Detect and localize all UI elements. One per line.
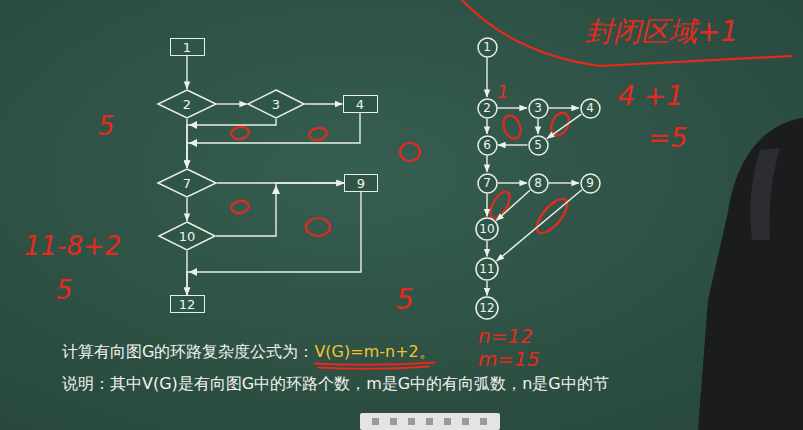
- red-underline: [314, 362, 434, 368]
- flow-arrow: [186, 251, 187, 295]
- node-number: 1: [483, 41, 491, 53]
- graph-node-circle: 7: [477, 173, 498, 194]
- process-box: 1: [170, 38, 205, 56]
- decision-diamond: 2: [157, 89, 217, 119]
- decision-diamond: 3: [247, 89, 305, 119]
- formula-text: V(G)=m-n+2。: [314, 343, 434, 361]
- handwritten-note: 5: [98, 112, 115, 142]
- graph-node-circle: 12: [475, 296, 499, 320]
- node-number: 7: [183, 177, 191, 190]
- node-number: 3: [534, 102, 542, 114]
- node-number: 1: [183, 41, 191, 54]
- flow-arrow: [216, 183, 344, 236]
- process-box: 4: [343, 95, 378, 113]
- explanation-text: 说明：其中V(G)是有向图G中的环路个数，m是G中的有向弧数，n是G中的节: [62, 375, 609, 393]
- flow-arrow: [496, 190, 530, 221]
- handwritten-note: 5: [56, 276, 73, 306]
- node-number: 9: [357, 177, 365, 190]
- red-annotations: [230, 0, 792, 238]
- handwritten-note: 11-8+2: [24, 232, 121, 262]
- merge-arrowheads: [189, 121, 280, 276]
- process-box: 9: [344, 174, 378, 192]
- flow-arrow: [486, 241, 487, 257]
- flow-arrow: [486, 281, 487, 296]
- node-number: 10: [479, 223, 494, 235]
- node-number: 12: [479, 302, 494, 314]
- graph-node-circle: 9: [580, 173, 601, 194]
- flow-arrow: [187, 192, 361, 295]
- presenter-lapel: [750, 148, 780, 240]
- node-number: 2: [183, 98, 191, 111]
- handwritten-note: n=12: [478, 325, 533, 348]
- graph-node-circle: 2: [477, 98, 498, 119]
- graph-node-circle: 1: [477, 37, 498, 58]
- node-number: 10: [179, 230, 196, 243]
- flow-arrow: [486, 58, 487, 98]
- flow-arrow: [497, 190, 582, 261]
- graph-node-circle: 10: [475, 217, 499, 241]
- flow-arrow: [186, 198, 187, 221]
- presenter-figure: [698, 118, 803, 430]
- graph-node-circle: 5: [528, 135, 549, 156]
- flow-arrow: [498, 107, 528, 108]
- graph-node-circle: 8: [528, 173, 549, 194]
- node-number: 6: [483, 139, 491, 151]
- flow-arrow: [549, 182, 580, 183]
- node-number: 4: [356, 98, 364, 111]
- node-number: 11: [479, 263, 494, 275]
- flow-arrow: [549, 107, 580, 108]
- flow-arrow: [498, 182, 528, 183]
- flow-arrow: [305, 103, 343, 104]
- graph-node-circle: 6: [477, 135, 498, 156]
- flow-arrow: [217, 103, 247, 104]
- flow-arrow: [498, 144, 528, 145]
- formula-text: 计算有向图G的环路复杂度公式为：: [62, 343, 314, 361]
- node-number: 3: [272, 98, 280, 111]
- node-number: 2: [483, 102, 491, 114]
- node-number: 5: [534, 139, 542, 151]
- handwritten-note: 5: [396, 284, 414, 316]
- formula-underline: [314, 362, 434, 368]
- decision-diamond: 7: [157, 168, 217, 198]
- decision-diamond: 10: [158, 221, 216, 251]
- flow-arrow: [186, 56, 187, 89]
- graph-node-circle: 3: [528, 98, 549, 119]
- node-number: 8: [534, 177, 542, 189]
- node-number: 12: [179, 298, 196, 311]
- process-box: 12: [170, 295, 205, 313]
- node-number: 9: [586, 177, 594, 189]
- flow-arrow: [547, 114, 581, 139]
- handwritten-note: m=15: [478, 348, 540, 371]
- handwritten-note: 封闭区域+1: [585, 16, 738, 48]
- node-number: 4: [586, 102, 594, 114]
- flow-arrow: [486, 119, 487, 135]
- flow-arrow: [486, 194, 487, 217]
- flow-arrow: [486, 156, 487, 173]
- flow-arrow: [537, 119, 538, 135]
- player-toolbar: [360, 413, 500, 430]
- flow-arrow: [187, 113, 360, 168]
- node-number: 7: [483, 177, 491, 189]
- handwritten-note: 4 +1: [618, 80, 684, 111]
- graph-node-circle: 11: [475, 257, 499, 281]
- graph-node-circle: 4: [580, 98, 601, 119]
- toolbar-icons: [372, 418, 487, 425]
- handwritten-note: 1: [497, 82, 508, 103]
- handwritten-note: =5: [648, 122, 688, 153]
